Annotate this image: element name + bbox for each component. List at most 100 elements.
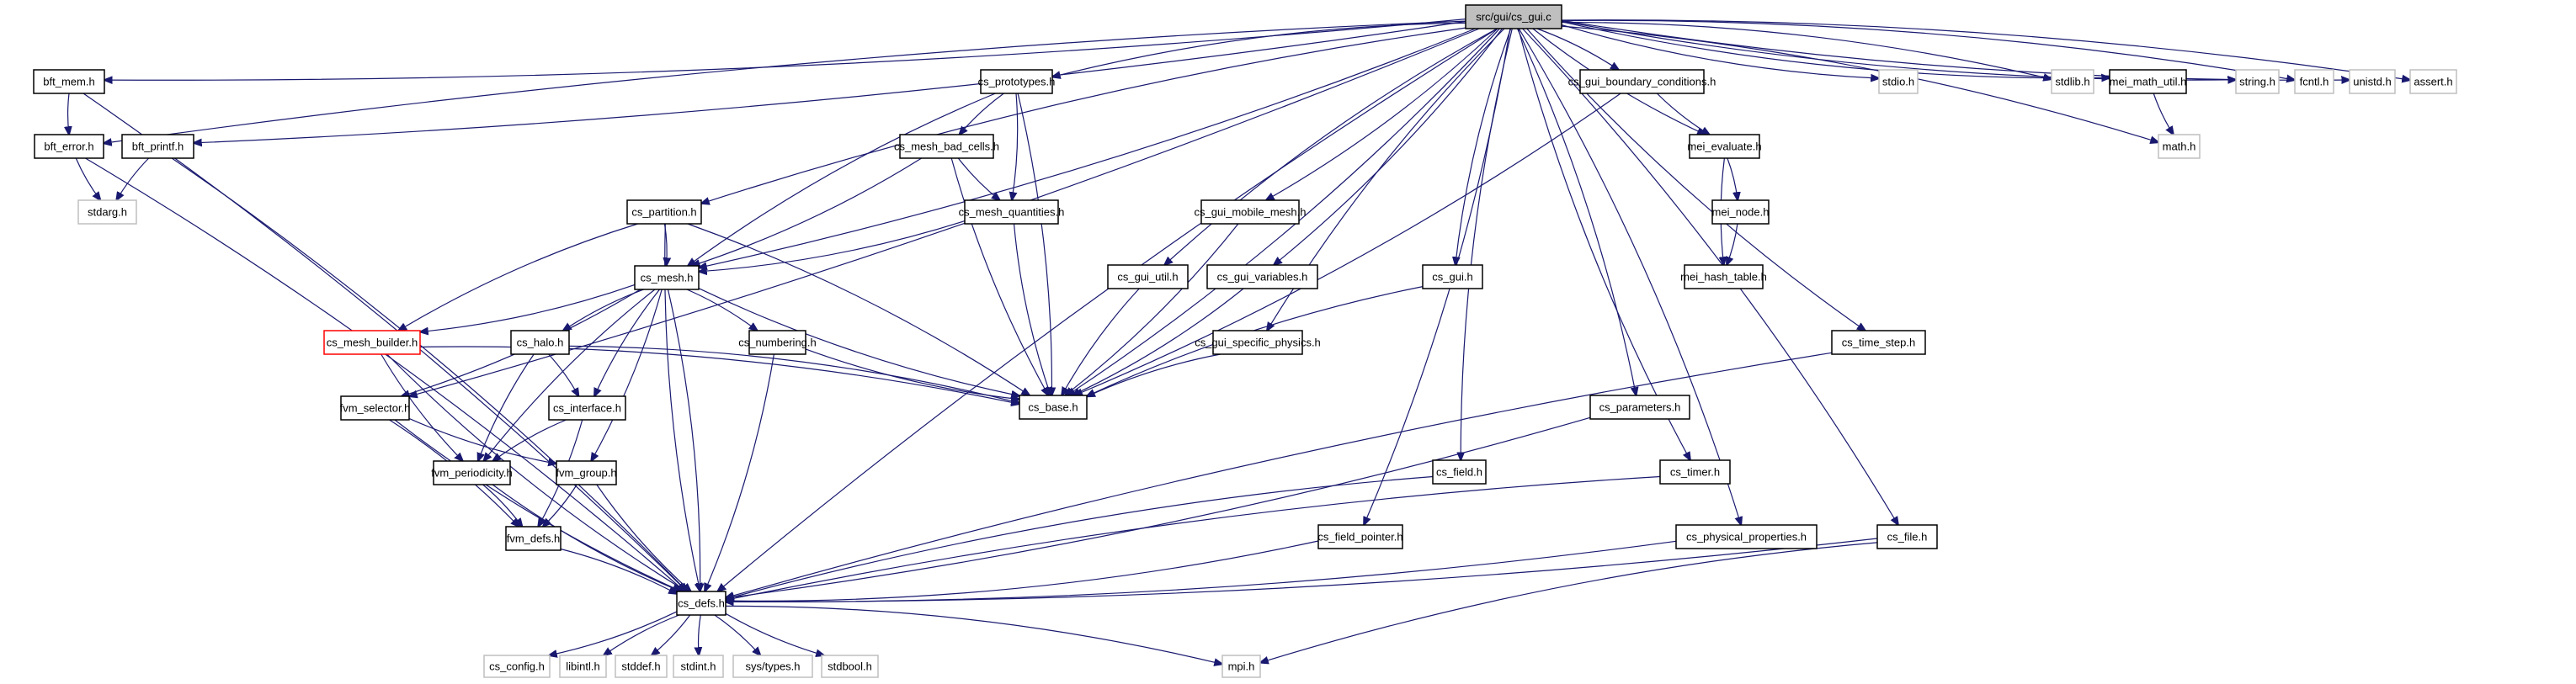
node-label: bft_mem.h xyxy=(43,76,94,88)
node-cs-mesh-bad-cells[interactable]: cs_mesh_bad_cells.h xyxy=(894,134,999,159)
node-cs-prototypes[interactable]: cs_prototypes.h xyxy=(978,69,1056,94)
node-label: cs_mesh.h xyxy=(641,272,694,284)
edge-cs_mesh-to-fvm_periodicity xyxy=(484,289,656,461)
node-cs-gui-specific-physics[interactable]: cs_gui_specific_physics.h xyxy=(1195,330,1321,355)
node-unistd[interactable]: unistd.h xyxy=(2349,69,2396,94)
node-cs-field[interactable]: cs_field.h xyxy=(1432,459,1487,485)
node-box xyxy=(615,655,668,678)
node-fvm-defs[interactable]: fvm_defs.h xyxy=(505,526,562,551)
edge-cs_mesh-to-cs_numbering xyxy=(686,289,758,331)
edge-fvm_periodicity-to-cs_defs xyxy=(492,484,680,591)
node-box xyxy=(2409,69,2457,94)
node-box xyxy=(33,69,105,94)
node-cs-gui-c[interactable]: src/gui/cs_gui.c xyxy=(1465,4,1562,29)
node-box xyxy=(899,134,994,159)
node-sys-types[interactable]: sys/types.h xyxy=(732,655,813,678)
node-bft-printf[interactable]: bft_printf.h xyxy=(121,134,194,159)
node-box xyxy=(1589,395,1690,420)
node-mei-math-util[interactable]: mei_math_util.h xyxy=(2109,69,2187,94)
node-label: cs_gui_boundary_conditions.h xyxy=(1568,76,1716,88)
edge-fvm_periodicity-to-fvm_defs xyxy=(482,484,523,527)
node-cs-timer[interactable]: cs_timer.h xyxy=(1659,459,1731,485)
edge-cs_defs-to-stddef xyxy=(652,614,691,655)
edge-cs_gui_c-to-stdlib xyxy=(1561,21,2052,80)
node-stdint[interactable]: stdint.h xyxy=(673,655,724,678)
node-label: cs_time_step.h xyxy=(1842,337,1915,349)
node-box xyxy=(2294,69,2334,94)
node-box xyxy=(676,591,726,616)
node-cs-interface[interactable]: cs_interface.h xyxy=(548,395,626,421)
edge-cs_gui_c-to-mei_math_util xyxy=(1561,21,2110,78)
node-stdlib[interactable]: stdlib.h xyxy=(2051,69,2094,94)
node-bft-error[interactable]: bft_error.h xyxy=(34,134,104,159)
node-stdio[interactable]: stdio.h xyxy=(1878,69,1919,94)
node-libintl[interactable]: libintl.h xyxy=(559,655,607,678)
node-label: mpi.h xyxy=(1228,660,1255,673)
node-cs-halo[interactable]: cs_halo.h xyxy=(510,330,570,355)
node-label: fcntl.h xyxy=(2300,76,2329,88)
node-assert[interactable]: assert.h xyxy=(2409,69,2457,94)
node-cs-time-step[interactable]: cs_time_step.h xyxy=(1831,330,1926,355)
edge-cs_gui_c-to-cs_parameters xyxy=(1516,28,1637,395)
edge-cs_mesh-to-cs_defs xyxy=(667,289,700,591)
node-cs-mesh-quantities[interactable]: cs_mesh_quantities.h xyxy=(959,199,1065,225)
node-label: bft_error.h xyxy=(44,141,93,153)
node-cs-gui-boundary-conditions[interactable]: cs_gui_boundary_conditions.h xyxy=(1568,69,1716,94)
edge-cs_mesh_quantities-to-cs_base xyxy=(1013,223,1051,395)
node-cs-gui-h[interactable]: cs_gui.h xyxy=(1422,264,1483,289)
edge-cs_file-to-mpi xyxy=(1260,542,1878,663)
node-box xyxy=(1212,330,1303,355)
node-box xyxy=(559,655,607,678)
edge-cs_halo-to-cs_interface xyxy=(548,353,579,396)
node-math[interactable]: math.h xyxy=(2158,134,2201,159)
node-box xyxy=(1659,459,1731,485)
node-cs-defs[interactable]: cs_defs.h xyxy=(676,591,726,616)
node-box xyxy=(732,655,813,678)
node-cs-mesh-builder[interactable]: cs_mesh_builder.h xyxy=(323,330,421,355)
node-box xyxy=(2051,69,2094,94)
node-string[interactable]: string.h xyxy=(2235,69,2280,94)
node-box xyxy=(121,134,194,159)
node-box xyxy=(1432,459,1487,485)
node-box xyxy=(2349,69,2396,94)
node-fcntl[interactable]: fcntl.h xyxy=(2294,69,2334,94)
node-label: sys/types.h xyxy=(745,660,800,673)
node-cs-partition[interactable]: cs_partition.h xyxy=(626,199,702,225)
node-mei-hash-table[interactable]: mei_hash_table.h xyxy=(1680,264,1767,289)
node-cs-physical-properties[interactable]: cs_physical_properties.h xyxy=(1675,524,1818,549)
node-label: cs_halo.h xyxy=(517,337,564,349)
node-fvm-periodicity[interactable]: fvm_periodicity.h xyxy=(431,460,513,485)
node-cs-gui-variables[interactable]: cs_gui_variables.h xyxy=(1206,264,1318,289)
node-stddef[interactable]: stddef.h xyxy=(615,655,668,678)
node-fvm-group[interactable]: fvm_group.h xyxy=(556,460,617,485)
edge-cs_mesh-to-cs_mesh_builder xyxy=(420,284,636,331)
node-mei-evaluate[interactable]: mei_evaluate.h xyxy=(1687,134,1762,159)
node-stdarg[interactable]: stdarg.h xyxy=(77,199,137,225)
node-mpi[interactable]: mpi.h xyxy=(1221,655,1261,678)
node-box xyxy=(748,330,806,355)
node-cs-config[interactable]: cs_config.h xyxy=(483,655,551,678)
node-box xyxy=(1684,264,1764,289)
node-cs-parameters[interactable]: cs_parameters.h xyxy=(1589,395,1690,420)
node-cs-file[interactable]: cs_file.h xyxy=(1876,524,1938,549)
node-box xyxy=(1878,69,1919,94)
node-cs-numbering[interactable]: cs_numbering.h xyxy=(738,330,817,355)
edge-cs_gui_c-to-cs_gui_util xyxy=(1164,28,1498,265)
node-cs-gui-mobile-mesh[interactable]: cs_gui_mobile_mesh.h xyxy=(1195,199,1307,225)
node-bft-mem[interactable]: bft_mem.h xyxy=(33,69,105,94)
edge-bft_printf-to-cs_defs xyxy=(171,157,687,591)
node-fvm-selector[interactable]: fvm_selector.h xyxy=(340,395,411,421)
edge-cs_gui_c-to-cs_gui_variables xyxy=(1274,28,1503,265)
node-cs-base[interactable]: cs_base.h xyxy=(1019,395,1088,420)
edge-cs_time_step-to-cs_defs xyxy=(726,352,1833,597)
node-cs-mesh[interactable]: cs_mesh.h xyxy=(634,265,700,290)
node-stdbool[interactable]: stdbool.h xyxy=(821,655,879,678)
node-cs-field-pointer[interactable]: cs_field_pointer.h xyxy=(1317,524,1403,549)
node-label: stdio.h xyxy=(1882,76,1914,88)
node-cs-gui-util[interactable]: cs_gui_util.h xyxy=(1107,264,1189,289)
edge-mei_evaluate-to-mei_node xyxy=(1727,157,1738,200)
node-mei-node[interactable]: mei_node.h xyxy=(1711,199,1770,225)
node-label: stdbool.h xyxy=(828,660,872,673)
node-label: fvm_group.h xyxy=(556,467,616,480)
edge-cs_prototypes-to-cs_mesh_quantities xyxy=(1012,93,1019,200)
